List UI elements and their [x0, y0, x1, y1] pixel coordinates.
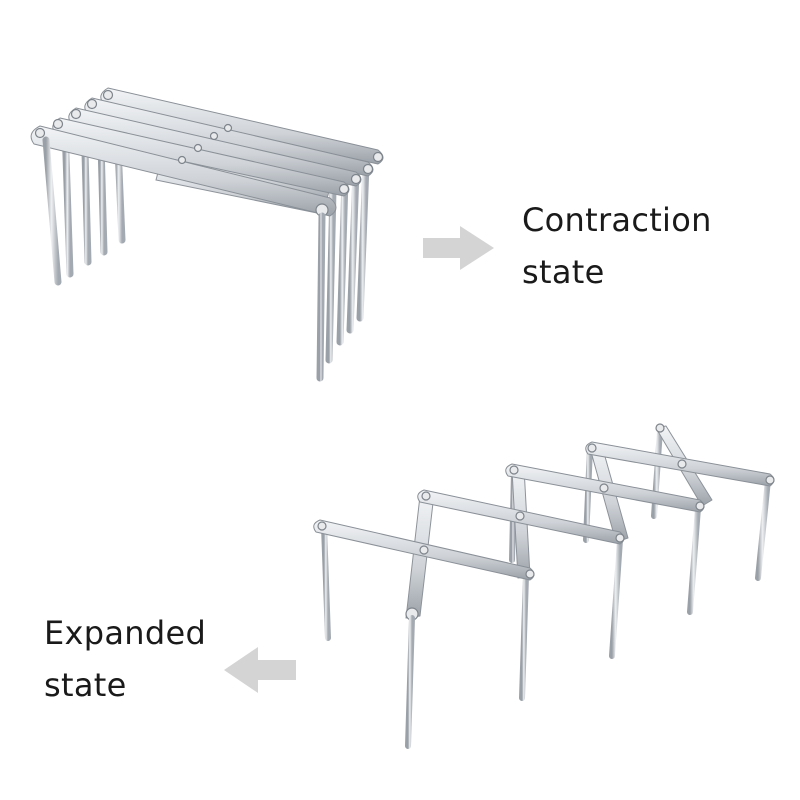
rivet [350, 173, 362, 185]
rivet [587, 443, 597, 453]
rivet [515, 511, 525, 521]
leg [405, 615, 415, 749]
rivet [525, 569, 535, 579]
rivet [34, 127, 46, 139]
expanded-caption: Expanded state [44, 607, 206, 711]
rivet [372, 151, 384, 163]
arrow-right-icon [423, 226, 494, 270]
rivet [86, 98, 98, 110]
rivet [52, 118, 64, 130]
contraction-caption-line1: Contraction [522, 201, 712, 239]
expanded-caption-line2: state [44, 666, 127, 704]
leg [346, 168, 360, 334]
leg [519, 573, 529, 701]
leg [687, 505, 701, 615]
contracted-rack [30, 87, 384, 382]
arrow-left-icon [224, 647, 296, 693]
rivet [338, 183, 350, 195]
rivet [223, 123, 233, 133]
rivet [102, 89, 114, 101]
leg [609, 537, 623, 659]
expanded-caption-line1: Expanded [44, 614, 207, 652]
contraction-caption-line2: state [522, 253, 605, 291]
leg [356, 161, 370, 322]
rivet [421, 491, 431, 501]
rivet [615, 533, 625, 543]
rivet [317, 521, 327, 531]
rivet [655, 423, 665, 433]
rivet [695, 501, 705, 511]
rivet [677, 459, 687, 469]
leg [336, 176, 349, 346]
rivet [765, 475, 775, 485]
rack-bar [30, 125, 337, 217]
rivet [509, 465, 519, 475]
expanded-rack [313, 423, 775, 749]
leg [755, 477, 771, 581]
leg [316, 212, 326, 382]
rivet [177, 155, 187, 165]
leg [321, 523, 331, 641]
rivet [362, 163, 374, 175]
rivet [70, 108, 82, 120]
leg [42, 136, 62, 286]
rivet [193, 143, 203, 153]
contraction-caption: Contraction state [522, 194, 712, 298]
rivet [419, 545, 429, 555]
rivet [209, 131, 219, 141]
leg [325, 186, 337, 364]
rivet [599, 483, 609, 493]
